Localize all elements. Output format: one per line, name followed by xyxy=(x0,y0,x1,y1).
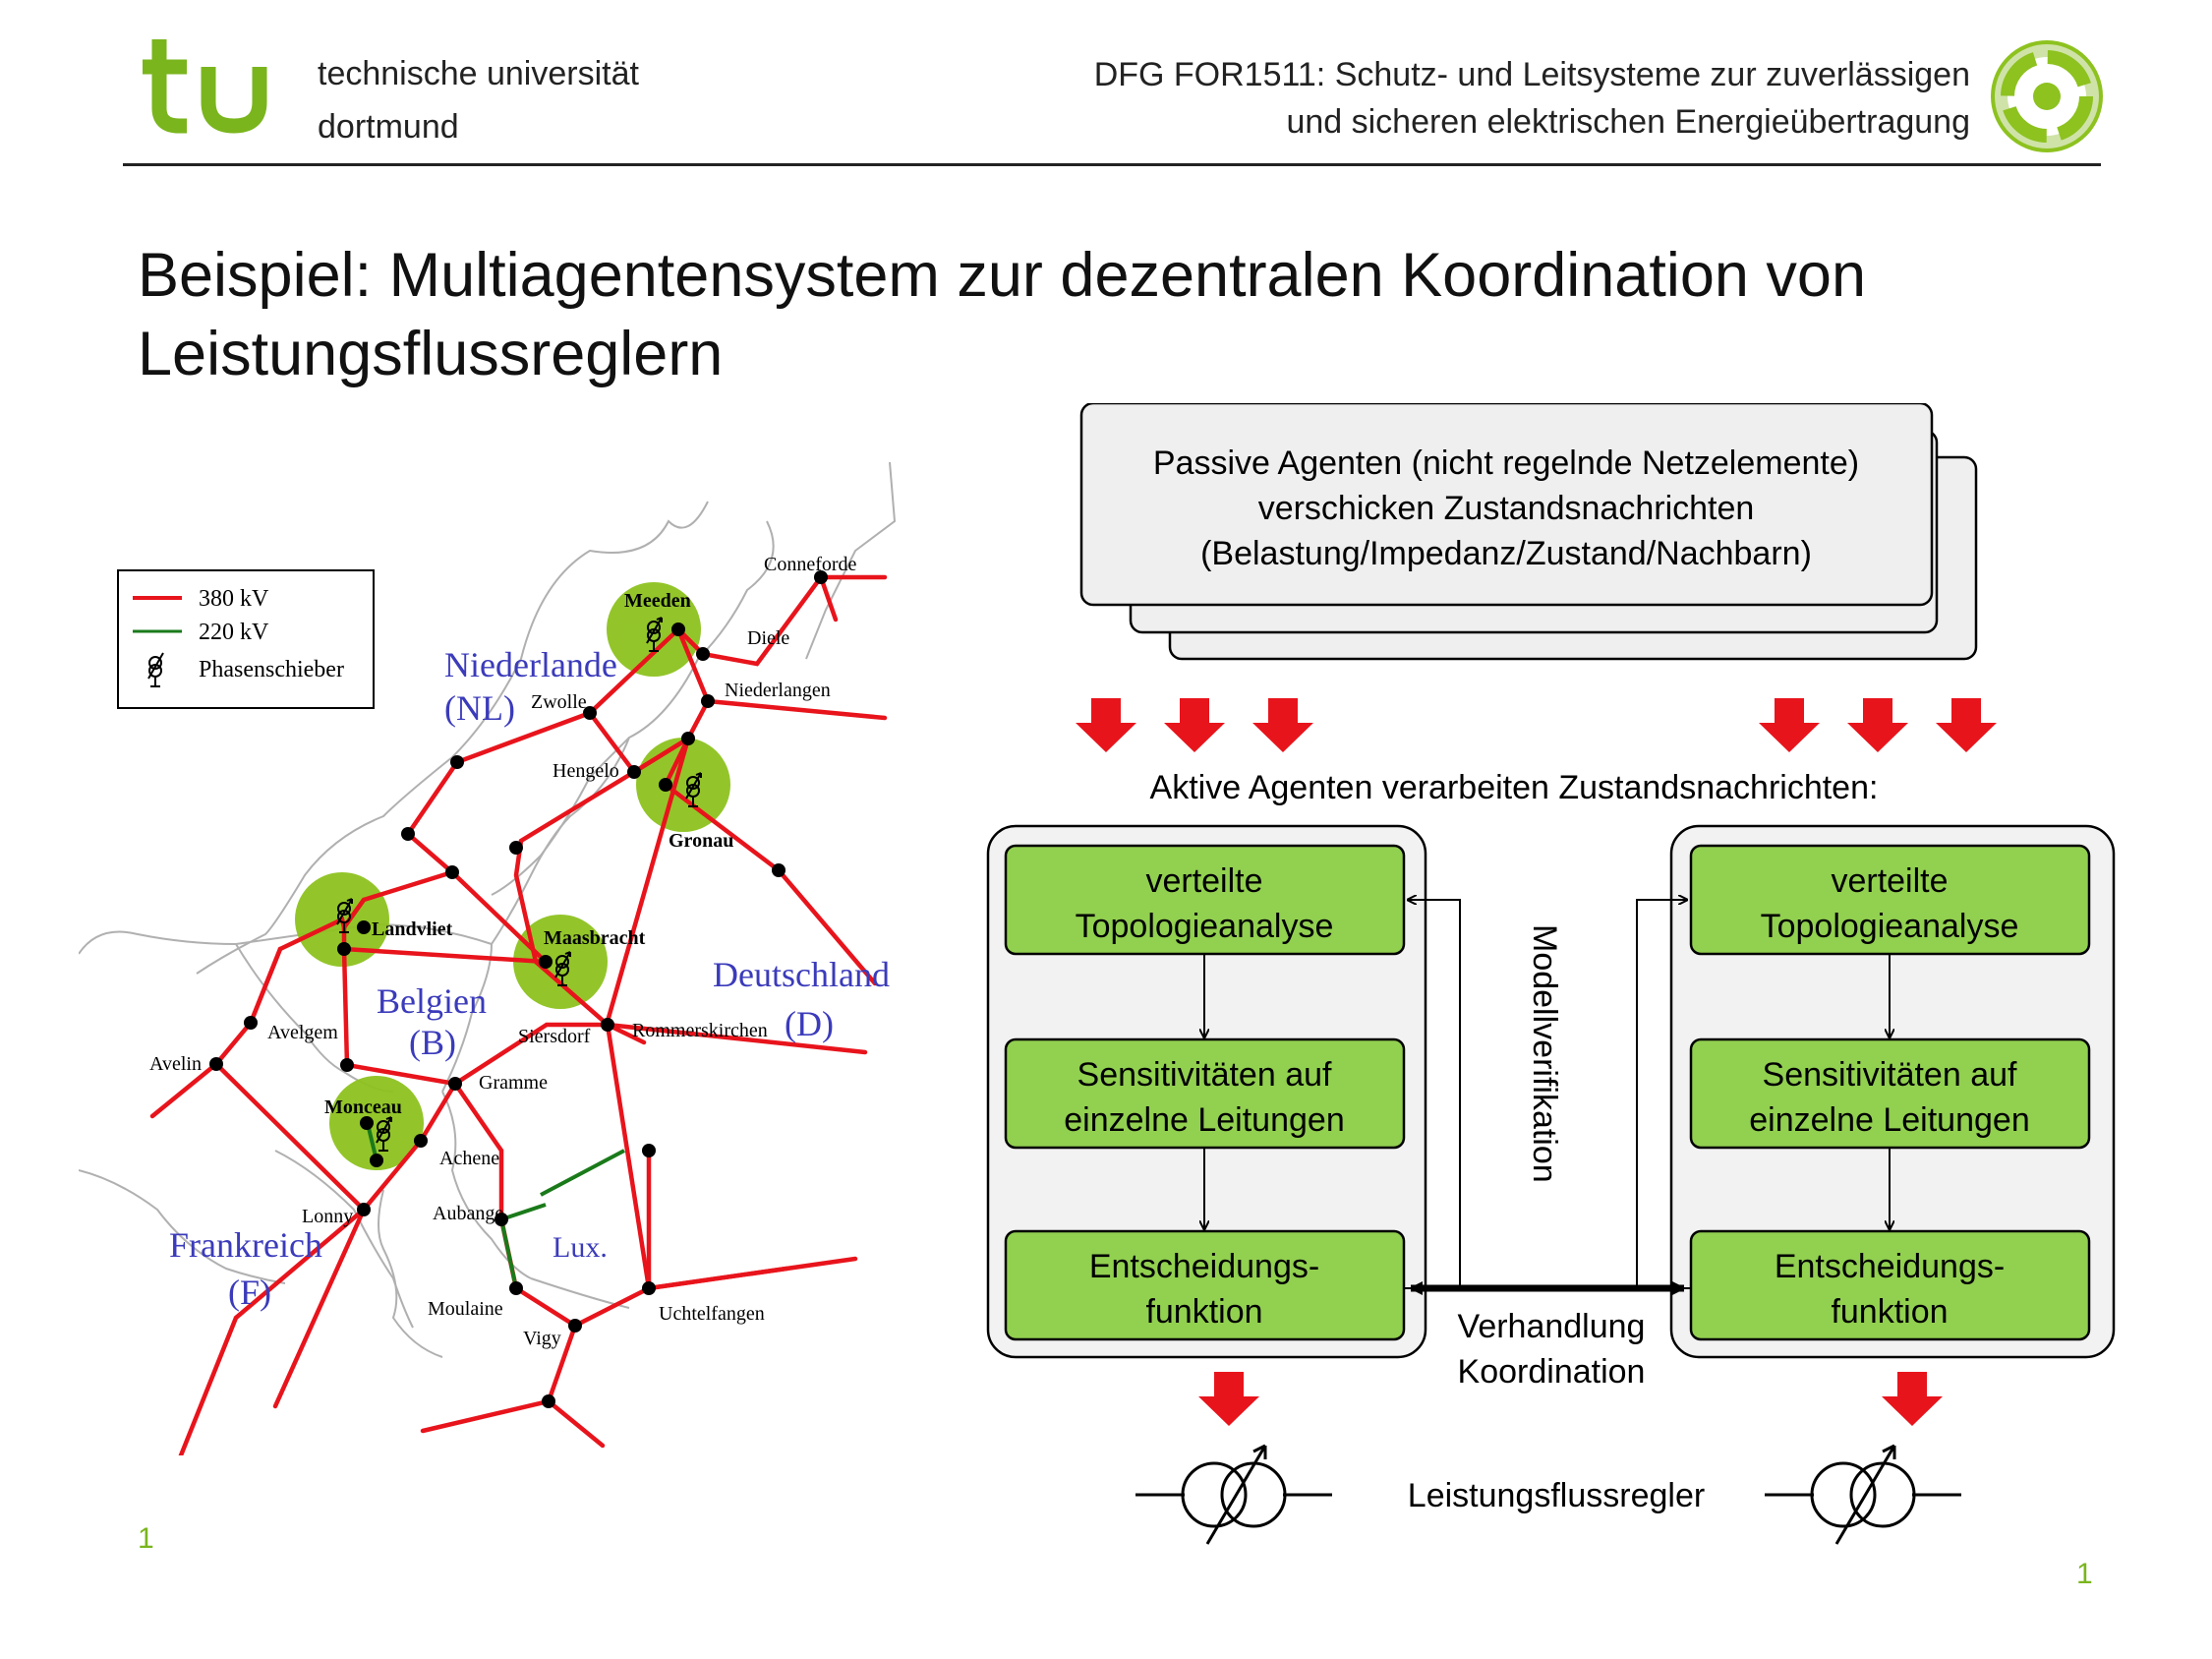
label-be-code: (B) xyxy=(409,1023,456,1062)
legend-220kv: 220 kV xyxy=(199,620,269,645)
label-be-name: Belgien xyxy=(377,981,487,1021)
city-avelin: Avelin xyxy=(149,1053,202,1075)
controller-arrows xyxy=(1198,1372,1943,1426)
right-box1-line1: verteilte xyxy=(1831,862,1948,900)
left-box2-line1: Sensitivitäten auf xyxy=(1077,1056,1332,1094)
city-labels: Conneforde Meeden Diele Niederlangen Zwo… xyxy=(149,554,857,1349)
label-fr-name: Frankreich xyxy=(169,1225,322,1265)
tu-logo xyxy=(143,39,267,134)
highlight-gronau xyxy=(636,738,730,832)
power-flow-controller-left xyxy=(1135,1444,1332,1545)
for1511-logo xyxy=(1991,40,2103,152)
city-landvliet: Landvliet xyxy=(372,918,453,940)
left-box2-line2: einzelne Leitungen xyxy=(1064,1101,1344,1139)
slide-title: Beispiel: Multiagentensystem zur dezentr… xyxy=(138,241,1867,388)
active-agents-label: Aktive Agenten verarbeiten Zustandsnachr… xyxy=(1150,769,1879,806)
city-rommerskirchen: Rommerskirchen xyxy=(632,1020,768,1041)
left-agent-panel: verteilte Topologieanalyse Sensitivitäte… xyxy=(986,824,1427,1359)
right-box2-line1: Sensitivitäten auf xyxy=(1763,1056,2017,1094)
city-moulaine: Moulaine xyxy=(428,1298,503,1320)
left-box3-line1: Entscheidungs- xyxy=(1089,1248,1319,1285)
city-hengelo: Hengelo xyxy=(553,760,619,782)
city-zwolle: Zwolle xyxy=(531,691,587,713)
negotiation-line2: Koordination xyxy=(1458,1353,1646,1391)
phase-shifter-highlights xyxy=(295,582,730,1170)
grid-map: 380 kV 220 kV Phasenschieber Niederlande… xyxy=(79,462,897,1455)
right-agent-panel: verteilte Topologieanalyse Sensitivitäte… xyxy=(1669,824,2116,1359)
highlight-maasbracht xyxy=(513,915,608,1009)
lines-220kv xyxy=(367,1127,625,1289)
label-lux: Lux. xyxy=(553,1231,608,1264)
power-flow-controller-right xyxy=(1765,1444,1961,1545)
passive-agents-line2: verschicken Zustandsnachrichten xyxy=(1258,490,1755,527)
highlight-monceau xyxy=(329,1076,424,1170)
right-box3-line1: Entscheidungs- xyxy=(1775,1248,2005,1285)
city-gronau: Gronau xyxy=(669,830,733,852)
city-monceau: Monceau xyxy=(324,1096,402,1118)
city-maasbracht: Maasbracht xyxy=(544,927,646,949)
city-vigy: Vigy xyxy=(523,1328,561,1349)
passive-agents-line3: (Belastung/Impedanz/Zustand/Nachbarn) xyxy=(1200,535,1812,572)
city-aubange: Aubange xyxy=(433,1203,503,1224)
city-uchtelfangen: Uchtelfangen xyxy=(659,1303,765,1325)
grid-nodes xyxy=(209,570,828,1408)
page-number-right: 1 xyxy=(2076,1558,2093,1590)
left-box3-line2: funktion xyxy=(1145,1293,1262,1331)
city-diele: Diele xyxy=(747,627,789,649)
left-box1-line1: verteilte xyxy=(1145,862,1262,900)
phase-shifter-symbols xyxy=(336,617,702,1152)
label-de-code: (D) xyxy=(785,1004,834,1043)
city-gramme: Gramme xyxy=(479,1072,548,1094)
left-box1-line2: Topologieanalyse xyxy=(1076,908,1334,945)
city-achene: Achene xyxy=(439,1148,499,1169)
legend-380kv: 380 kV xyxy=(199,586,269,612)
label-nl-name: Niederlande xyxy=(444,645,617,684)
right-box2-line2: einzelne Leitungen xyxy=(1749,1101,2029,1139)
right-box3-line2: funktion xyxy=(1831,1293,1948,1331)
modellverifikation-label: Modellverifikation xyxy=(1526,924,1563,1183)
label-nl-code: (NL) xyxy=(444,688,515,728)
city-niederlangen: Niederlangen xyxy=(725,680,831,701)
country-labels: Niederlande (NL) Deutschland (D) Belgien… xyxy=(169,645,890,1312)
message-arrows xyxy=(1076,698,1997,752)
city-siersdorf: Siersdorf xyxy=(518,1026,591,1047)
negotiation-line1: Verhandlung xyxy=(1458,1308,1646,1345)
right-box1-line2: Topologieanalyse xyxy=(1761,908,2019,945)
controller-label: Leistungsflussregler xyxy=(1408,1477,1705,1514)
label-de-name: Deutschland xyxy=(713,955,890,994)
map-legend: 380 kV 220 kV Phasenschieber xyxy=(117,569,375,709)
passive-agents-line1: Passive Agenten (nicht regelnde Netzelem… xyxy=(1153,444,1859,482)
university-name: technische universität dortmund xyxy=(318,55,639,146)
city-avelgem: Avelgem xyxy=(267,1022,338,1043)
agent-diagram: Passive Agenten (nicht regelnde Netzelem… xyxy=(986,403,2116,1545)
label-fr-code: (F) xyxy=(228,1273,271,1312)
page-number-left: 1 xyxy=(138,1522,154,1555)
project-title: DFG FOR1511: Schutz- und Leitsysteme zur… xyxy=(1093,56,1970,141)
city-conneforde: Conneforde xyxy=(764,554,857,575)
passive-agents-stack: Passive Agenten (nicht regelnde Netzelem… xyxy=(1079,403,1978,661)
country-borders xyxy=(79,462,897,1358)
header-divider xyxy=(123,163,2101,166)
city-lonny: Lonny xyxy=(302,1206,353,1227)
legend-phase-shifter: Phasenschieber xyxy=(199,657,344,682)
city-meeden: Meeden xyxy=(624,590,691,612)
